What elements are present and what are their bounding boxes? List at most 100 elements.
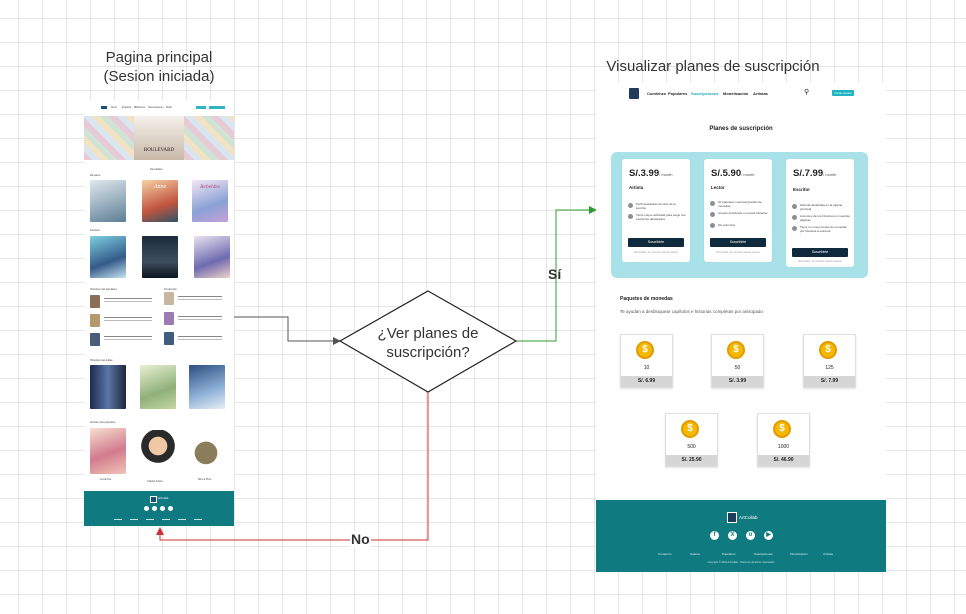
book-cover: Anne	[142, 180, 178, 222]
check-icon	[792, 226, 797, 231]
coin-pack-500[interactable]: $ 500 S/. 25.90	[665, 413, 718, 467]
page1-title: Pagina principal (Sesion iniciada)	[84, 48, 234, 86]
coin-icon: $	[727, 341, 745, 359]
book-cover: Rebeldes	[192, 180, 228, 222]
subscription-page-mockup: Comienzo Populares Suscripciones Monetiz…	[596, 82, 886, 572]
decision-text: ¿Ver planes de suscripción?	[360, 324, 496, 362]
footer-logo-icon	[150, 496, 157, 503]
artist-image	[90, 428, 126, 474]
section-title: Historias más leídas	[90, 359, 113, 362]
homepage-footer: ArtCollab	[84, 491, 234, 526]
plan-price: S/.5.90/ month	[711, 168, 755, 179]
check-icon	[792, 204, 797, 209]
plan-feature: Tiene mayor actividad para elegir sus es…	[636, 213, 686, 221]
subscribe-button[interactable]: Suscribirte	[792, 248, 848, 257]
book-cover	[140, 365, 176, 409]
list-thumb	[90, 314, 100, 327]
list-thumb	[90, 333, 100, 346]
footer-link[interactable]: Populares	[722, 552, 736, 556]
coin-pack-10[interactable]: $ 10 S/. 6.99	[620, 334, 673, 388]
youtube-icon[interactable]: ▶	[764, 531, 773, 540]
facebook-icon[interactable]: f	[710, 531, 719, 540]
footer-link[interactable]: Comienzo	[658, 552, 672, 556]
book-cover	[90, 365, 126, 409]
decision-line1: ¿Ver planes de	[377, 325, 479, 342]
coin-pack-50[interactable]: $ 50 S/. 3.99	[711, 334, 764, 388]
coins-heading: Paquetes de monedas	[620, 296, 673, 302]
coin-pack-price: S/. 46.90	[758, 455, 809, 466]
footer-copyright: Copyright © 2024 ArtCollab · Todos los d…	[707, 561, 775, 564]
instagram-icon[interactable]: o	[746, 531, 755, 540]
plans-heading: Planes de suscripción	[709, 126, 773, 132]
footer-link[interactable]: Suscripciones	[754, 552, 773, 556]
plan-feature: 20 paquetes mensual gratuito de monedas	[718, 200, 762, 208]
section-title: Fantasía	[90, 229, 100, 232]
coin-pack-price: S/. 25.90	[666, 455, 717, 466]
coin-pack-qty: 50	[734, 365, 741, 371]
list-thumb	[90, 295, 100, 308]
coin-pack-price: S/. 6.99	[621, 376, 672, 387]
plan-card-artista: S/.3.99/ month Artista Perfil destacado …	[622, 159, 690, 262]
arrow-yes	[516, 206, 597, 342]
nav-item-5: Perfil	[166, 106, 172, 109]
coin-pack-125[interactable]: $ 125 S/. 7.99	[803, 334, 856, 388]
book-cover	[90, 236, 126, 278]
footer-link[interactable]: Artistas	[823, 552, 834, 556]
check-icon	[628, 203, 633, 208]
logo-icon	[101, 106, 107, 109]
plan-name: Escritor	[793, 187, 811, 192]
footer-link[interactable]: Monetización	[790, 552, 808, 556]
artist-name: Miro & Pixel	[198, 478, 212, 481]
coin-pack-1000[interactable]: $ 1000 S/. 46.90	[757, 413, 810, 467]
plan-feature: Historia destacada en la página principa…	[800, 203, 843, 211]
artist-name: Gabriel Ilustra	[147, 480, 163, 483]
plan-name: Artista	[629, 185, 644, 190]
list-thumb	[164, 332, 174, 345]
yes-label: Sí	[548, 266, 562, 282]
nav-button-2	[209, 106, 225, 109]
decision-diamond	[338, 290, 518, 393]
list-lines	[104, 298, 152, 299]
app-logo-icon	[629, 88, 639, 99]
footer-links	[114, 519, 204, 520]
plan-feature: Anuncios de tus historias en nuestras pá…	[800, 214, 850, 222]
homepage-mockup: Inicio Explorar Biblioteca Suscripciones…	[84, 100, 234, 526]
plan-card-lector: S/.5.90/ month Lector 20 paquetes mensua…	[704, 159, 772, 262]
artist-image	[188, 432, 224, 470]
page2-title: Visualizar planes de suscripción	[606, 58, 820, 75]
subscribe-button[interactable]: Suscribirte	[628, 238, 684, 247]
x-icon[interactable]: X	[728, 531, 737, 540]
no-label: No	[350, 531, 371, 547]
plan-note: Renovable. Se cancela cuando quieras	[634, 251, 678, 254]
coin-icon: $	[636, 341, 654, 359]
artist-image	[140, 430, 176, 470]
coin-pack-qty: 125	[825, 365, 834, 371]
plan-note: Renovable. Se cancela cuando quieras	[716, 251, 760, 254]
plan-feature: Tiene un nuevo bonus de monedas por hist…	[800, 225, 847, 233]
arrow-page-to-decision	[234, 316, 341, 345]
section-title: Romance	[90, 174, 101, 177]
page1-title-line1: Pagina principal	[105, 49, 213, 66]
footer-logo-icon	[727, 512, 737, 523]
nav-item-monetizacion: Monetización	[723, 91, 749, 96]
section-title: Artistas más populares	[90, 421, 116, 424]
footer-link[interactable]: Galería	[690, 552, 700, 556]
nav-item-3: Biblioteca	[134, 106, 145, 109]
list-thumb	[164, 292, 174, 305]
coin-icon: $	[773, 420, 791, 438]
plan-note: Renovable. Se cancela cuando quieras	[798, 260, 842, 263]
login-button: Iniciar sesión	[832, 90, 854, 96]
instagram-icon	[160, 506, 165, 511]
section-title: Historias más populares	[90, 288, 117, 291]
search-icon: ⚲	[804, 89, 810, 96]
facebook-icon	[144, 506, 149, 511]
list-lines	[178, 296, 222, 297]
book-cover	[194, 236, 230, 278]
subscribe-button[interactable]: Suscribirte	[710, 238, 766, 247]
list-thumb	[164, 312, 174, 325]
section-title: Novedades	[150, 168, 163, 171]
book-cover-title: Rebeldes	[200, 184, 220, 190]
check-icon	[792, 215, 797, 220]
coin-pack-qty: 10	[643, 365, 650, 371]
plan-card-escritor: S/.7.99/ month Escritor Historia destaca…	[786, 159, 854, 267]
